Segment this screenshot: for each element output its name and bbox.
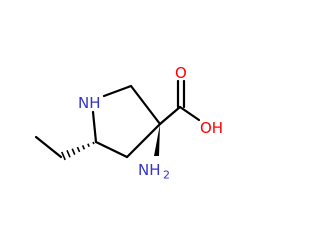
bond-c2-c3 xyxy=(129,84,162,126)
hashed-wedge-stroke xyxy=(92,141,95,145)
hydroxyl-oxygen-label: OH xyxy=(200,119,223,137)
bond-c4-c5 xyxy=(94,140,129,159)
bond-carboxyl-oh xyxy=(178,105,201,122)
hashed-wedge-stroke xyxy=(87,143,90,148)
hashed-wedge-stroke xyxy=(61,151,66,161)
hashed-wedge-stroke xyxy=(81,145,86,150)
hashed-wedge-stroke xyxy=(76,146,81,153)
hashed-wedge-stroke xyxy=(66,149,71,158)
bond-c3-carboxyl-carbon xyxy=(158,105,182,126)
bond-c3-c4 xyxy=(125,122,162,159)
bond-n1-c2 xyxy=(102,84,133,98)
carbonyl-oxygen-label: O xyxy=(175,64,187,82)
wedge-bond-amino xyxy=(154,124,160,156)
ring-nitrogen-label: NH xyxy=(78,94,101,112)
structure-canvas: NH O OH NH 2 xyxy=(34,64,223,182)
amino-subscript-label: 2 xyxy=(163,169,170,182)
hashed-wedge-stroke xyxy=(71,148,76,155)
amino-nitrogen-label: NH xyxy=(138,161,161,179)
bond-c5-n1 xyxy=(91,110,98,144)
hashed-wedge-bond-ethyl xyxy=(61,141,95,161)
chemical-structure-diagram: NH O OH NH 2 xyxy=(34,64,223,182)
bond-ethyl-ch2-ch3 xyxy=(34,135,63,159)
